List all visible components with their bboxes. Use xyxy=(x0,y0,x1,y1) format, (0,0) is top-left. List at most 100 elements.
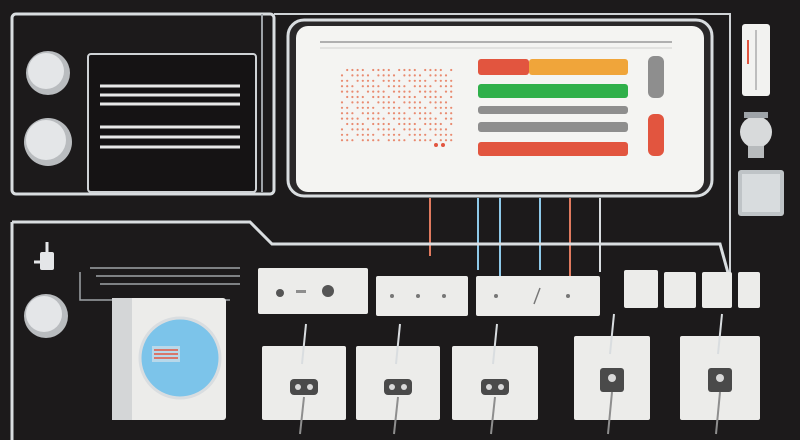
matrix-dot xyxy=(340,101,344,104)
matrix-dot xyxy=(366,101,370,104)
lower-modules xyxy=(262,313,760,435)
matrix-dot xyxy=(361,133,364,136)
matrix-dot xyxy=(392,74,396,77)
matrix-dot xyxy=(340,139,344,142)
round-knob-icon[interactable] xyxy=(24,118,72,166)
matrix-dot xyxy=(340,133,344,136)
matrix-dot xyxy=(392,139,396,142)
matrix-dot xyxy=(413,139,416,142)
switch-button[interactable] xyxy=(624,270,658,308)
socket-module[interactable] xyxy=(680,313,760,435)
matrix-dot xyxy=(366,133,370,136)
matrix-dot xyxy=(413,122,416,126)
matrix-dot xyxy=(372,79,375,82)
matrix-dot xyxy=(418,133,422,136)
matrix-dot xyxy=(366,112,370,115)
matrix-dot xyxy=(366,128,370,131)
matrix-dot xyxy=(429,122,432,126)
socket-strip[interactable] xyxy=(476,276,600,316)
matrix-dot xyxy=(450,133,453,136)
matrix-dot xyxy=(408,101,411,104)
matrix-dot xyxy=(413,128,416,131)
matrix-dot xyxy=(340,112,344,115)
matrix-dot xyxy=(382,74,385,77)
matrix-dot xyxy=(392,112,396,115)
matrix-dot xyxy=(444,101,448,104)
matrix-dot xyxy=(372,133,375,136)
matrix-dot xyxy=(439,122,442,126)
matrix-dot xyxy=(361,112,364,115)
matrix-dot xyxy=(351,112,354,115)
matrix-dot xyxy=(351,101,354,104)
matrix-dot xyxy=(413,133,416,136)
matrix-dot xyxy=(450,85,453,88)
matrix-dot xyxy=(403,128,406,131)
matrix-dot xyxy=(398,112,401,115)
matrix-dot xyxy=(429,85,432,88)
matrix-dot xyxy=(372,90,375,93)
matrix-dot xyxy=(387,68,390,72)
matrix-dot xyxy=(413,112,416,115)
matrix-dot xyxy=(392,101,396,104)
switch-button[interactable] xyxy=(664,272,696,308)
matrix-dot xyxy=(356,128,359,131)
matrix-dot xyxy=(424,68,427,72)
matrix-dot xyxy=(387,79,390,82)
matrix-dot xyxy=(366,139,370,142)
socket-icon xyxy=(481,379,509,395)
matrix-dot xyxy=(377,128,380,131)
module-cable xyxy=(492,323,498,365)
matrix-dot xyxy=(346,85,349,88)
matrix-dot xyxy=(392,79,396,82)
matrix-dot xyxy=(366,117,370,120)
matrix-dot xyxy=(387,139,390,142)
matrix-dot xyxy=(418,90,422,93)
matrix-dot xyxy=(429,95,432,99)
socket-module[interactable] xyxy=(262,323,346,435)
speaker-grill-lines xyxy=(100,84,240,149)
socket-strip[interactable] xyxy=(376,276,468,316)
matrix-dot xyxy=(444,139,448,142)
socket-strip[interactable] xyxy=(258,268,368,314)
matrix-dot xyxy=(392,85,396,88)
matrix-dot xyxy=(418,79,422,82)
matrix-dot xyxy=(346,122,349,126)
matrix-dot xyxy=(450,122,453,126)
matrix-dot xyxy=(450,139,453,142)
matrix-dot xyxy=(408,90,411,93)
matrix-dot xyxy=(424,79,427,82)
matrix-dot xyxy=(387,128,390,131)
socket-module[interactable] xyxy=(356,323,440,435)
matrix-dot xyxy=(439,133,442,136)
matrix-dot xyxy=(361,101,364,104)
matrix-dot xyxy=(418,74,422,77)
matrix-dot xyxy=(439,106,442,109)
matrix-dot xyxy=(424,117,427,120)
matrix-dot xyxy=(346,106,349,109)
matrix-dot xyxy=(366,79,370,82)
matrix-dot xyxy=(450,112,453,115)
matrix-dot xyxy=(372,112,375,115)
module-cable xyxy=(395,323,401,365)
matrix-dot xyxy=(351,90,354,93)
matrix-dot xyxy=(418,117,422,120)
matrix-dot xyxy=(413,85,416,88)
round-knob-icon[interactable] xyxy=(26,51,70,95)
matrix-dot xyxy=(387,133,390,136)
module-cable xyxy=(299,396,305,435)
switch-button[interactable] xyxy=(738,272,760,308)
matrix-dot xyxy=(351,128,354,131)
matrix-dot xyxy=(356,117,359,120)
switch-button[interactable] xyxy=(702,272,732,308)
speaker-grill-panel xyxy=(87,53,257,193)
matrix-dot xyxy=(444,128,448,131)
matrix-dot xyxy=(340,74,344,77)
socket-module[interactable] xyxy=(452,323,538,435)
matrix-dot xyxy=(429,112,432,115)
matrix-dot xyxy=(387,122,390,126)
round-gauge-icon xyxy=(138,316,222,400)
socket-module[interactable] xyxy=(574,313,650,435)
round-knob-icon[interactable] xyxy=(24,294,68,338)
matrix-dot xyxy=(429,139,432,142)
